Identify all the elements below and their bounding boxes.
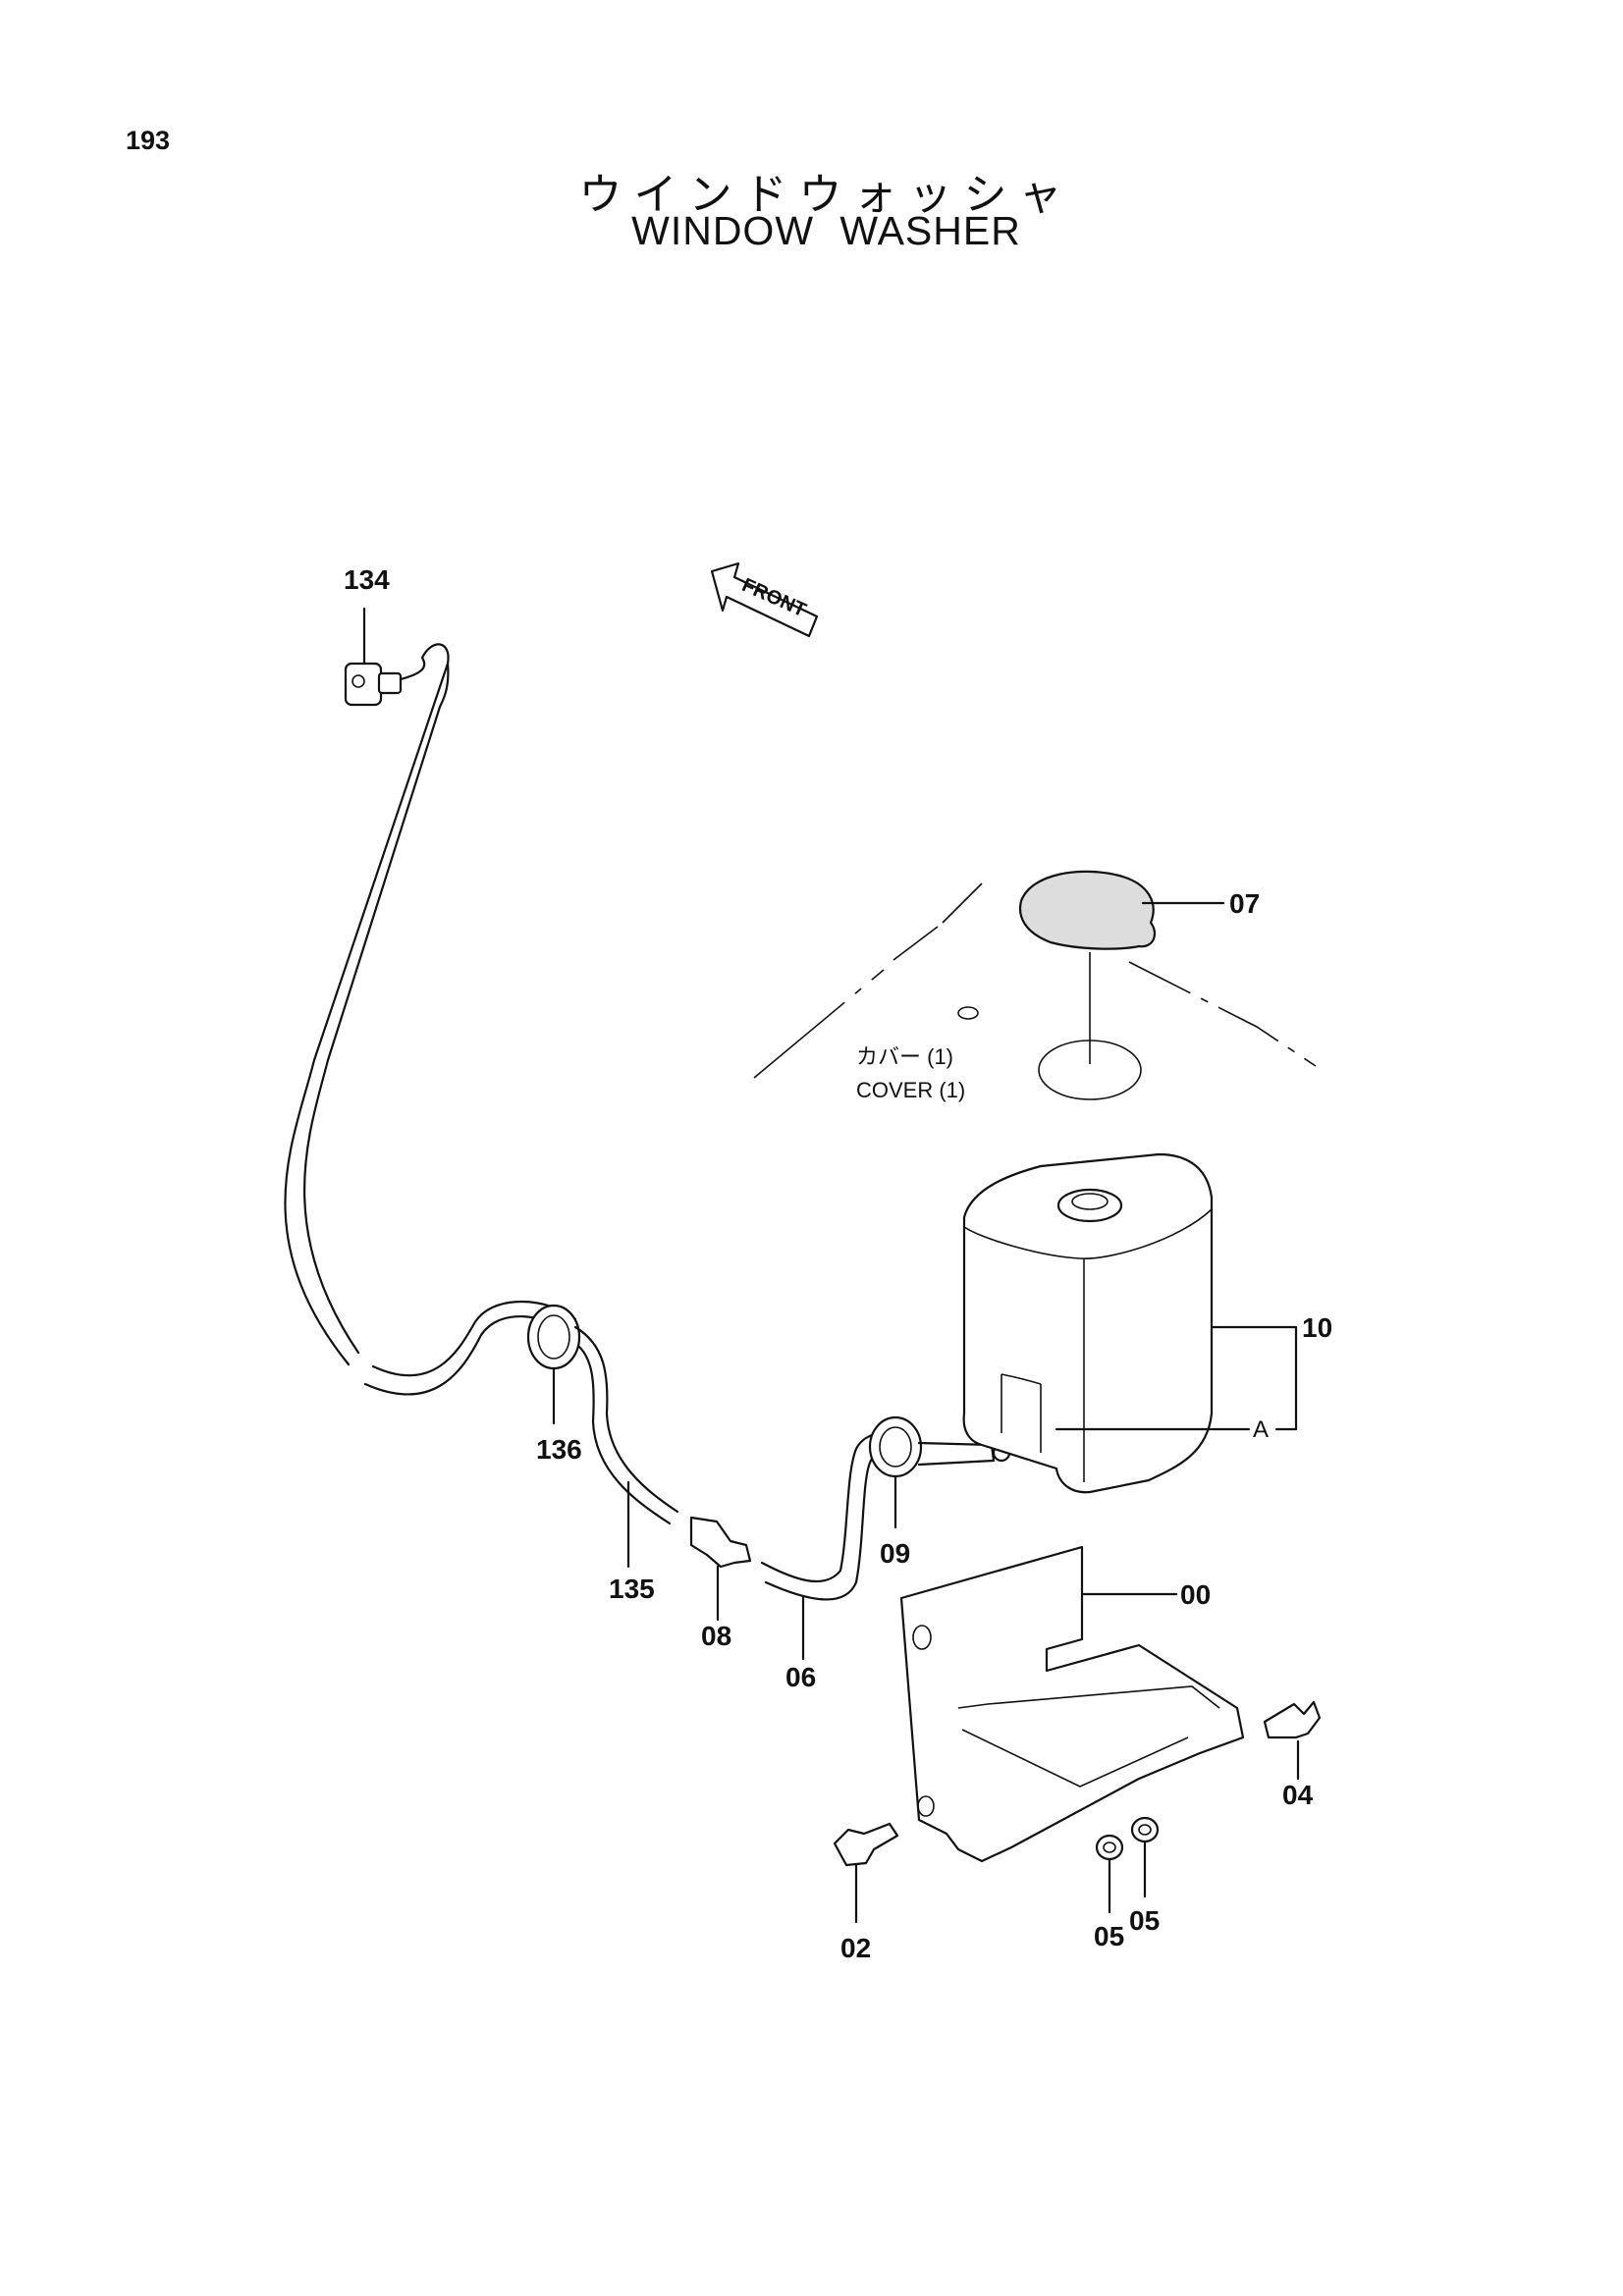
callout-05-right: 05 [1129, 1905, 1160, 1936]
callout-134: 134 [344, 564, 390, 595]
title-english: WINDOW WASHER [631, 208, 1021, 253]
connector-08-part [689, 1516, 752, 1622]
callout-02: 02 [840, 1933, 871, 1963]
washer-hose-long [284, 643, 577, 1396]
callout-135: 135 [609, 1574, 655, 1604]
cover-note-en: COVER (1) [856, 1078, 965, 1102]
tank-bracket-00-part [899, 1545, 1245, 1863]
callout-07: 07 [1229, 888, 1260, 919]
callout-05-left: 05 [1094, 1921, 1124, 1951]
grommet-136-part [526, 1304, 581, 1425]
callout-10-bracket [1055, 1325, 1298, 1431]
callout-09: 06 [785, 1662, 816, 1692]
callout-136: 136 [536, 1434, 582, 1465]
nut-05-part [1095, 1816, 1160, 1914]
callout-06: 09 [880, 1538, 910, 1569]
callout-A: A [1253, 1416, 1269, 1443]
callout-08: 08 [701, 1621, 731, 1651]
bolt-02-part [833, 1822, 899, 1924]
hose-135-part [573, 1325, 679, 1569]
cover-note-jp: カバー (1) [856, 1044, 953, 1069]
filler-cap-07-part [1018, 870, 1225, 950]
bolt-04-part [1263, 1700, 1322, 1781]
cover-outline [753, 882, 1317, 1100]
page-number: 193 [126, 126, 171, 155]
washer-tank-10-part [962, 1152, 1214, 1494]
washer-nozzle-part [344, 607, 403, 707]
front-arrow-icon: FRONT [710, 561, 819, 638]
callout-10: 10 [1302, 1312, 1332, 1343]
callout-04: 04 [1282, 1780, 1314, 1810]
title-japanese: ウインドウォッシャ [578, 170, 1074, 220]
callout-00: 00 [1180, 1579, 1211, 1610]
